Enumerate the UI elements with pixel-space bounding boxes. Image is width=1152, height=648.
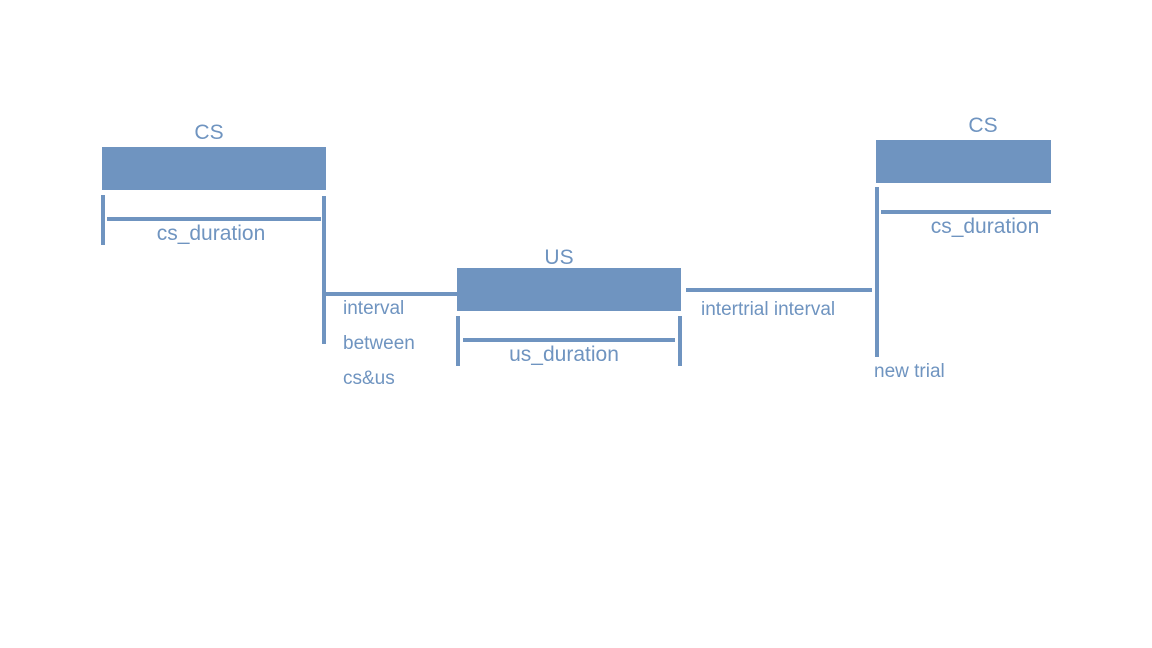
interval-label-line2: between [343, 333, 415, 354]
cs-first-duration-label: cs_duration [157, 222, 266, 245]
us-bar [457, 268, 681, 311]
interval-label-line3: cs&us [343, 368, 395, 389]
us-title: US [544, 246, 573, 269]
interval-between-cs-us: interval between cs&us [322, 196, 458, 389]
interval-label-line1: interval [343, 298, 404, 319]
cs-stimulus-first: CS cs_duration [101, 121, 326, 245]
intertrial-interval: intertrial interval [686, 288, 872, 320]
cs-second-duration-label: cs_duration [931, 215, 1040, 238]
us-duration-label: us_duration [509, 343, 619, 366]
intertrial-label: intertrial interval [701, 299, 835, 320]
cs-first-title: CS [194, 121, 223, 144]
cs-first-bar [102, 147, 326, 190]
cs-second-bar [876, 140, 1051, 183]
cs-stimulus-second: CS cs_duration [876, 114, 1051, 238]
cs-second-title: CS [968, 114, 997, 137]
us-stimulus: US us_duration [456, 246, 682, 366]
new-trial-marker: new trial [874, 187, 945, 382]
new-trial-label: new trial [874, 361, 945, 382]
